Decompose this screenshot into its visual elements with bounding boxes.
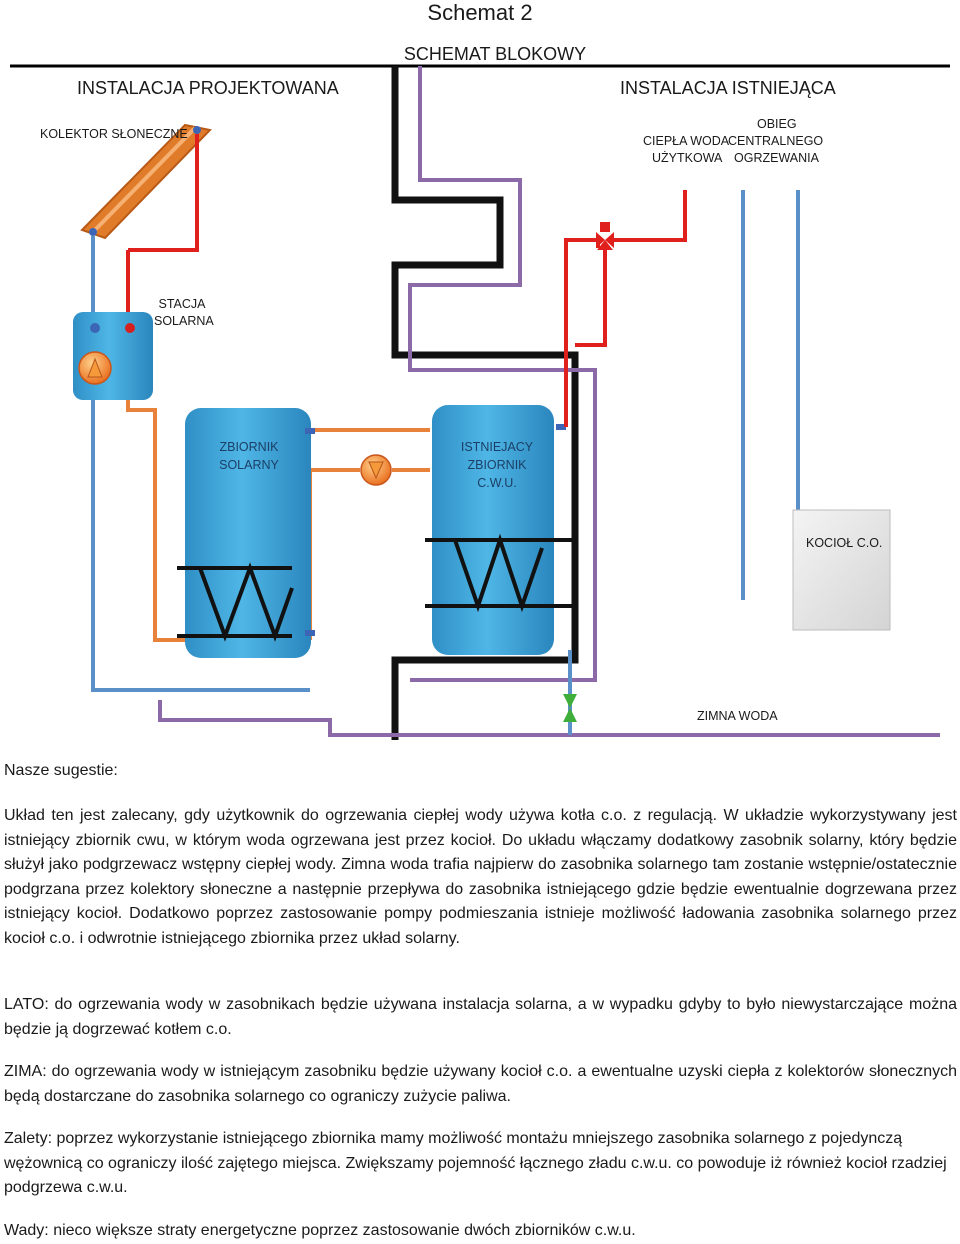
cwu-label-line2: UŻYTKOWA: [652, 151, 723, 165]
check-valve-icon: [563, 694, 577, 722]
paragraph-description: Układ ten jest zalecany, gdy użytkownik …: [4, 807, 957, 947]
page-subtitle: SCHEMAT BLOKOWY: [403, 44, 587, 64]
obieg-label: OBIEG: [757, 117, 797, 131]
solar-tank: [177, 408, 315, 658]
co-label-line1: CENTRALNEGO: [728, 134, 824, 148]
mixing-valve-icon: [596, 222, 614, 250]
block-diagram: [10, 64, 950, 740]
paragraph-advantages: Zalety: poprzez wykorzystanie istniejące…: [4, 1130, 947, 1196]
solar-tank-label: ZBIORNIK SOLARNY: [219, 440, 279, 472]
co-label-line2: OGRZEWANIA: [734, 151, 819, 165]
solar-collector: [80, 123, 212, 240]
existing-tank: [425, 405, 575, 655]
station-label: STACJA SOLARNA: [154, 297, 214, 328]
suggestions-heading: Nasze sugestie:: [4, 762, 118, 779]
bottom-loop-pipe: [158, 700, 940, 737]
cold-water-label: ZIMNA WODA: [697, 709, 778, 723]
installation-boundary-line: [391, 66, 579, 740]
left-heading: INSTALACJA PROJEKTOWANA: [77, 78, 339, 98]
paragraph-winter: ZIMA: do ogrzewania wody w istniejącym z…: [4, 1063, 957, 1105]
existing-tank-label: ISTNIEJACY ZBIORNIK C.W.U.: [460, 440, 534, 490]
paragraph-disadvantages: Wady: nieco większe straty energetyczne …: [4, 1222, 636, 1239]
solar-station: [73, 312, 153, 400]
boiler-label: KOCIOŁ C.O.: [806, 536, 883, 550]
paragraph-summer: LATO: do ogrzewania wody w zasobnikach b…: [4, 996, 957, 1038]
loop-pipe: [408, 66, 597, 682]
solar-coil-pipe: [126, 400, 187, 642]
cwu-label-line1: CIEPŁA WODA: [643, 134, 730, 148]
mixing-pump: [360, 454, 392, 486]
page-title: Schemat 2: [427, 0, 533, 25]
boiler: [792, 509, 891, 631]
cold-pipe-to-tank: [91, 400, 310, 692]
right-heading: INSTALACJA ISTNIEJĄCA: [620, 78, 836, 98]
collector-label: KOLEKTOR SŁONECZNE: [40, 127, 188, 141]
